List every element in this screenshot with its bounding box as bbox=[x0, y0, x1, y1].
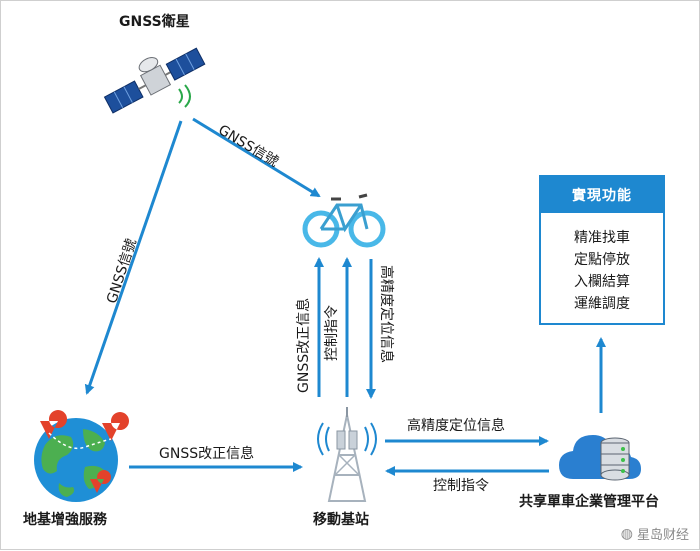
functions-list: 精准找車 定點停放 入欄結算 運維調度 bbox=[541, 213, 663, 315]
edge-label-bike-to-base-position: 高精度定位信息 bbox=[378, 265, 394, 363]
base-station-label: 移動基站 bbox=[313, 512, 369, 528]
watermark-text: 星岛财经 bbox=[636, 528, 689, 543]
edge-label-base-to-bike-control: 控制指令 bbox=[324, 305, 340, 361]
edge-label-platform-to-base: 控制指令 bbox=[433, 478, 489, 494]
satellite-icon bbox=[103, 47, 206, 114]
edge-satellite-to-ground bbox=[84, 120, 183, 395]
function-item: 定點停放 bbox=[574, 252, 630, 268]
ground-station-label: 地基增強服務 bbox=[23, 512, 107, 528]
watermark: ◍ 星岛财经 bbox=[620, 524, 689, 544]
function-item: 入欄結算 bbox=[574, 274, 630, 290]
globe-icon bbox=[34, 410, 129, 502]
edge-satellite-to-bicycle bbox=[192, 117, 321, 198]
cell-tower-icon bbox=[317, 407, 377, 502]
platform-label: 共享單車企業管理平台 bbox=[519, 494, 659, 510]
bicycle-icon bbox=[302, 193, 386, 248]
edge-label-base-to-platform: 高精度定位信息 bbox=[407, 418, 505, 434]
functions-title: 實現功能 bbox=[541, 177, 663, 213]
edge-label-base-to-bike-correction: GNSS改正信息 bbox=[296, 297, 312, 393]
function-item: 精准找車 bbox=[574, 230, 630, 246]
function-item: 運維調度 bbox=[574, 296, 630, 312]
weibo-icon: ◍ bbox=[620, 525, 633, 542]
satellite-label: GNSS衛星 bbox=[119, 14, 190, 30]
map-pin bbox=[40, 410, 129, 493]
edge-label-ground-to-base: GNSS改正信息 bbox=[159, 446, 255, 462]
cloud-database-icon bbox=[559, 435, 641, 481]
functions-panel: 實現功能 精准找車 定點停放 入欄結算 運維調度 bbox=[539, 175, 665, 325]
